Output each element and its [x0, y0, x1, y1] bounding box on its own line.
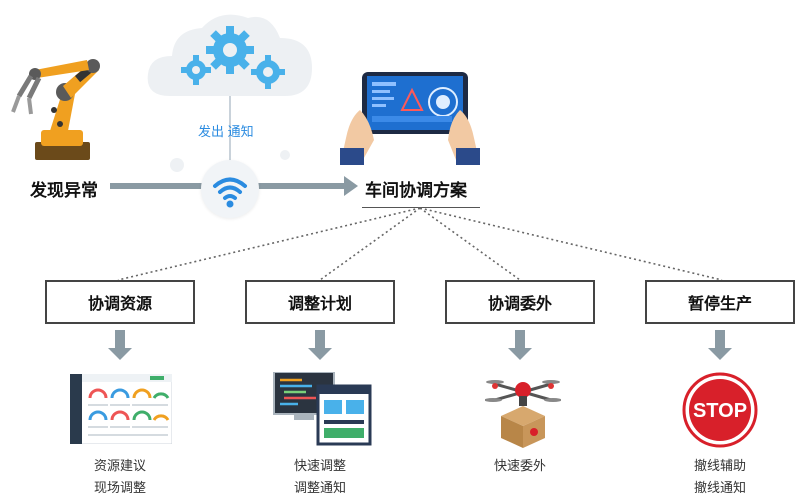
- wifi-signal-icon: [201, 160, 259, 218]
- branch-box-pause-production: 暂停生产: [645, 280, 795, 324]
- dashboard-icon: [70, 374, 172, 444]
- down-arrow: [308, 330, 332, 360]
- flow-arrowhead: [344, 176, 358, 196]
- down-arrow: [508, 330, 532, 360]
- stop-sign-text: STOP: [693, 400, 747, 422]
- signal-label: 发出 通知: [198, 124, 254, 139]
- caption-line: 快速委外: [493, 458, 546, 473]
- decor-dot: [170, 158, 184, 172]
- caption-line: 快速调整: [293, 458, 346, 473]
- decor-dot: [280, 150, 290, 160]
- branch-caption: 快速调整 调整通知: [245, 455, 395, 499]
- down-arrow: [708, 330, 732, 360]
- robot-arm-icon: [5, 50, 115, 165]
- branch-caption: 撤线辅助 撤线通知: [645, 455, 795, 499]
- branch-caption: 快速委外: [445, 455, 595, 477]
- tablet-hands-icon: [340, 60, 480, 165]
- caption-line: 调整通知: [293, 480, 346, 495]
- delivery-drone-icon: [485, 372, 561, 448]
- caption-line: 撤线辅助: [693, 458, 746, 473]
- cloud-connector-line: [229, 96, 231, 166]
- caption-line: 撤线通知: [693, 480, 746, 495]
- branch-title: 协调资源: [87, 296, 152, 313]
- down-arrow: [108, 330, 132, 360]
- discover-anomaly-label: 发现异常: [30, 181, 98, 200]
- branch-caption: 资源建议 现场调整: [45, 455, 195, 499]
- branch-box-coordinate-resources: 协调资源: [45, 280, 195, 324]
- stop-sign-icon: STOP: [682, 372, 758, 448]
- workshop-plan-label: 车间协调方案: [365, 181, 467, 200]
- cloud-gears-icon: [140, 8, 320, 103]
- code-screen-icon: [272, 372, 372, 448]
- branch-title: 协调委外: [487, 296, 552, 313]
- branch-title: 调整计划: [287, 296, 352, 313]
- caption-line: 现场调整: [93, 480, 146, 495]
- branch-box-outsource: 协调委外: [445, 280, 595, 324]
- branch-box-adjust-plan: 调整计划: [245, 280, 395, 324]
- caption-line: 资源建议: [93, 458, 146, 473]
- branch-title: 暂停生产: [687, 296, 752, 313]
